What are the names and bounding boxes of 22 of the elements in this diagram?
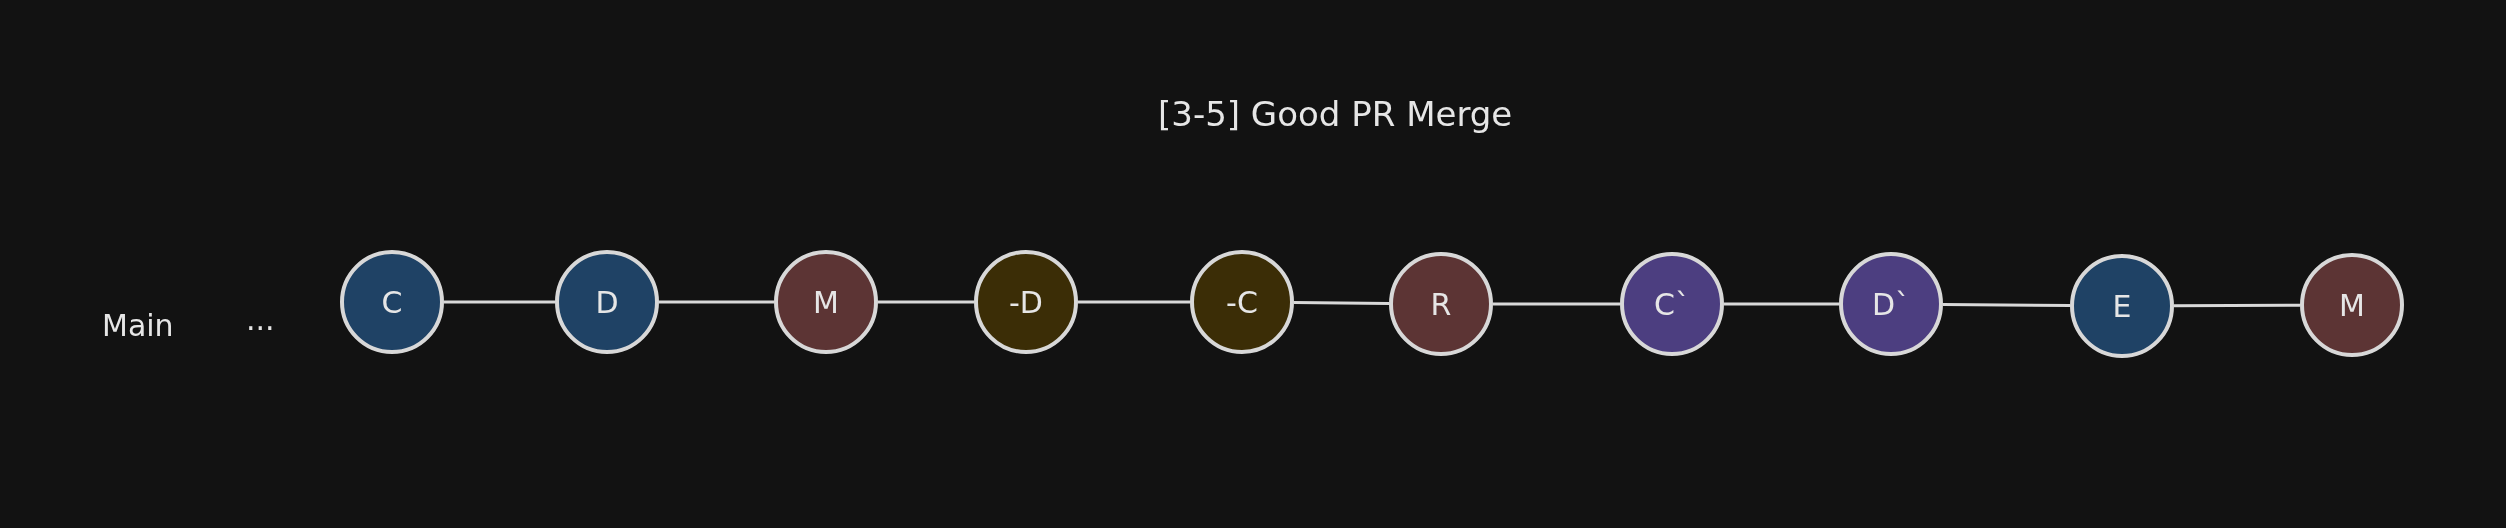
commit-circle: E: [2070, 254, 2174, 358]
connector-line: [1724, 302, 1839, 306]
commit-circle: C: [340, 250, 444, 354]
branch-label: Main: [102, 308, 174, 343]
commit-circle: -D: [974, 250, 1078, 354]
commit-circle: D`: [1839, 252, 1943, 356]
connector-line: [878, 300, 974, 304]
connector-line: [1078, 300, 1190, 304]
commit-circle: M: [774, 250, 878, 354]
diagram-title: [3-5] Good PR Merge: [1158, 94, 1513, 134]
commit-circle: -C: [1190, 250, 1294, 354]
commit-circle: M: [2300, 253, 2404, 357]
commit-circle: D: [555, 250, 659, 354]
connector-line: [659, 300, 774, 304]
commit-circle: C`: [1620, 252, 1724, 356]
connector-line: [1493, 302, 1620, 306]
connector-line: [444, 300, 555, 304]
commit-circle: R: [1389, 252, 1493, 356]
connector-line: [1943, 302, 2070, 308]
ellipsis-label: ...: [246, 302, 275, 337]
connector-line: [2174, 303, 2300, 308]
connector-line: [1294, 301, 1389, 305]
